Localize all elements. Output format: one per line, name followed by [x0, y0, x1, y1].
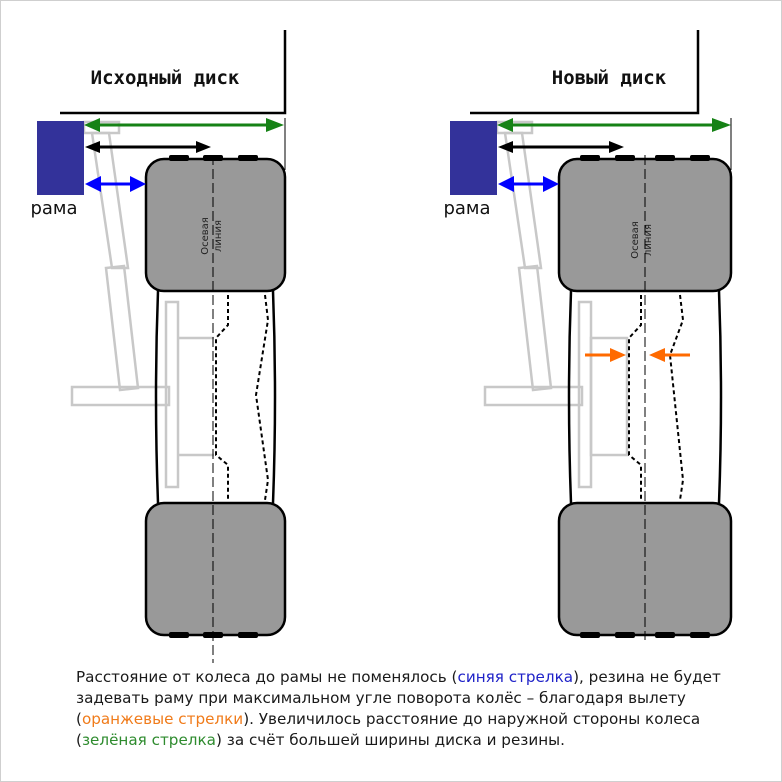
right-axis-label-2: линия [643, 224, 654, 256]
right-blue-arrow [498, 176, 559, 192]
left-green-arrow [84, 118, 284, 132]
right-tread-top [580, 155, 710, 161]
left-frame-label: рама [30, 198, 77, 219]
left-axis-label-2: линия [213, 220, 224, 252]
left-sidewalls [154, 290, 277, 504]
left-frame-block [37, 121, 84, 195]
left-axis-label-1: Осевая [200, 217, 211, 255]
right-frame-label: рама [443, 198, 490, 219]
caption: Расстояние от колеса до рамы не поменяло… [76, 667, 766, 751]
caption-part-2: ), резина не будет задевать раму при мак… [76, 668, 721, 728]
caption-green-arrow-text: зелёная стрелка [81, 731, 216, 749]
left-fender-line [60, 30, 287, 115]
left-title: Исходный диск [91, 67, 240, 89]
left-inner-bead [215, 295, 229, 500]
right-title: Новый диск [552, 67, 667, 89]
right-diagram: Новый диск [443, 30, 733, 640]
left-outer-bead [254, 294, 270, 501]
right-green-arrow [497, 118, 731, 132]
right-orange-arrows [585, 348, 690, 362]
left-blue-arrow [85, 176, 146, 192]
left-strut [82, 120, 140, 392]
right-fender-line [470, 30, 700, 115]
left-tire-bottom [144, 501, 287, 637]
left-hub [70, 300, 214, 489]
right-frame-block [450, 121, 497, 195]
left-black-arrow [85, 141, 211, 153]
right-strut [495, 120, 553, 392]
right-outer-bead [668, 294, 685, 501]
caption-part-3: ). Увеличилось расстояние до наружной ст… [76, 710, 701, 749]
right-sidewalls [567, 290, 723, 504]
left-diagram: Исходный диск [30, 30, 287, 663]
right-black-arrow [498, 141, 624, 153]
right-hub [483, 300, 629, 489]
right-tread-bottom [580, 632, 710, 638]
caption-orange-arrows-text: оранжевые стрелки [81, 710, 244, 728]
left-tread-top [169, 155, 258, 161]
right-inner-bead [628, 295, 642, 500]
caption-part-4: ) за счёт большей ширины диска и резины. [215, 731, 565, 749]
caption-part-1: Расстояние от колеса до рамы не поменяло… [76, 668, 458, 686]
left-tread-bottom [169, 632, 258, 638]
caption-blue-arrow-text: синяя стрелка [457, 668, 574, 686]
right-axis-label-1: Осевая [630, 221, 641, 259]
